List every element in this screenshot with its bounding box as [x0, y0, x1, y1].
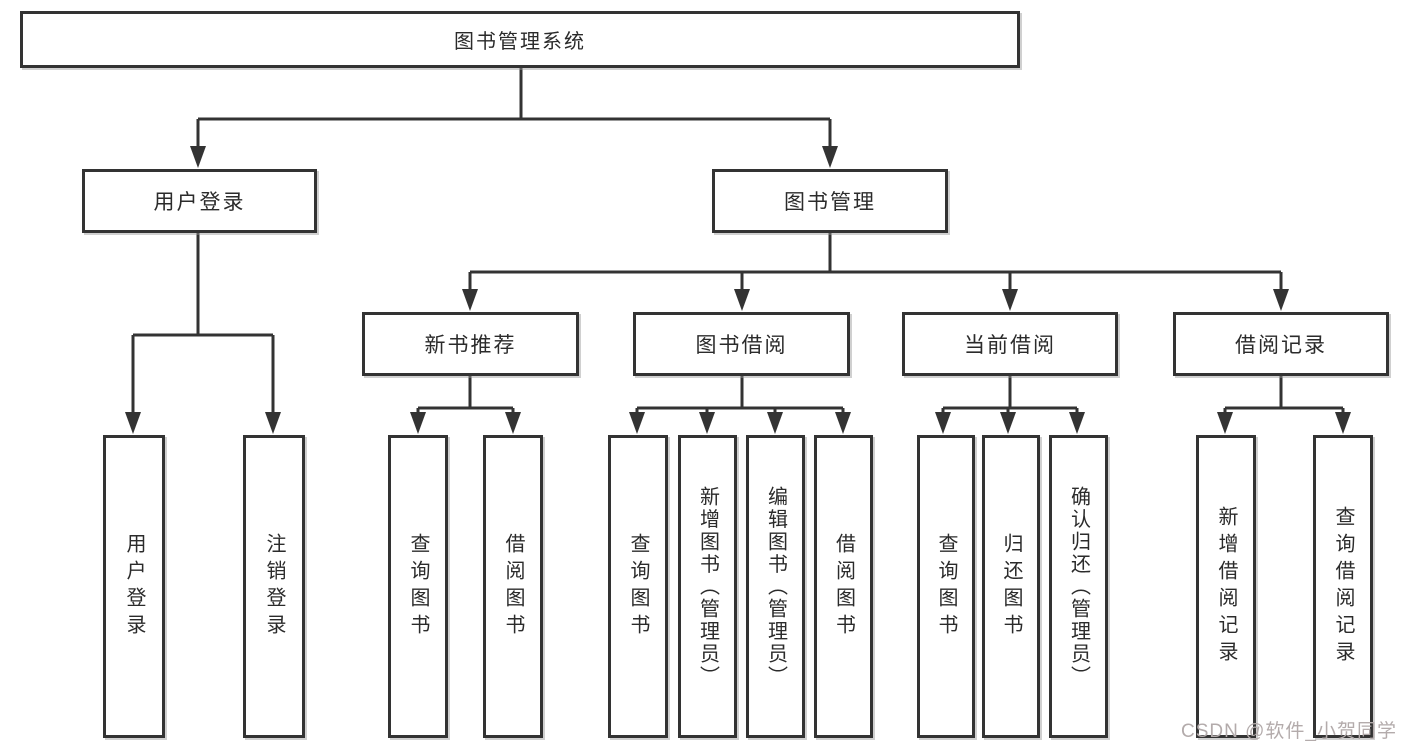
node-borrowing-records: 借阅记录	[1173, 312, 1389, 376]
leaf-label: 查询图书	[935, 532, 957, 641]
node-book-borrowing: 图书借阅	[633, 312, 850, 376]
leaf-label: 查询图书	[627, 532, 649, 641]
leaf-label: 查询借阅记录	[1332, 505, 1354, 668]
node-root-title: 图书管理系统	[20, 11, 1020, 68]
node-leaf-borrow-books-borrowing: 借阅图书	[814, 435, 873, 738]
node-user-login: 用户登录	[82, 169, 317, 233]
leaf-label: 借阅图书	[832, 532, 855, 641]
node-current-borrowing: 当前借阅	[902, 312, 1118, 376]
node-leaf-add-books-admin: 新增图书（管理员）	[678, 435, 737, 738]
node-leaf-query-books-recommend: 查询图书	[388, 435, 448, 738]
arrowhead-icons	[125, 146, 1351, 434]
leaf-label: 归还图书	[1000, 532, 1022, 641]
leaf-label: 查询图书	[407, 532, 429, 641]
leaf-label: 注销登录	[263, 532, 285, 641]
node-leaf-query-borrow-record: 查询借阅记录	[1313, 435, 1373, 738]
node-leaf-borrow-books-recommend: 借阅图书	[483, 435, 543, 738]
node-leaf-query-books-borrowing: 查询图书	[608, 435, 668, 738]
node-book-management: 图书管理	[712, 169, 948, 233]
leaf-label: 用户登录	[123, 532, 145, 641]
leaf-label: 借阅图书	[502, 532, 524, 641]
node-leaf-return-books: 归还图书	[982, 435, 1040, 738]
node-leaf-edit-books-admin: 编辑图书（管理员）	[746, 435, 805, 738]
node-leaf-add-borrow-record: 新增借阅记录	[1196, 435, 1256, 738]
node-new-book-recommend: 新书推荐	[362, 312, 579, 376]
node-leaf-user-login: 用户登录	[103, 435, 165, 738]
leaf-label: 确认归还（管理员）	[1067, 485, 1090, 688]
leaf-label: 新增借阅记录	[1215, 505, 1237, 668]
csdn-watermark: CSDN @软件_小贺同学	[1181, 721, 1397, 742]
leaf-label: 新增图书（管理员）	[696, 485, 719, 688]
node-leaf-logout-login: 注销登录	[243, 435, 305, 738]
node-leaf-query-books-current: 查询图书	[917, 435, 975, 738]
node-leaf-confirm-return-admin: 确认归还（管理员）	[1049, 435, 1108, 738]
leaf-label: 编辑图书（管理员）	[764, 485, 787, 688]
